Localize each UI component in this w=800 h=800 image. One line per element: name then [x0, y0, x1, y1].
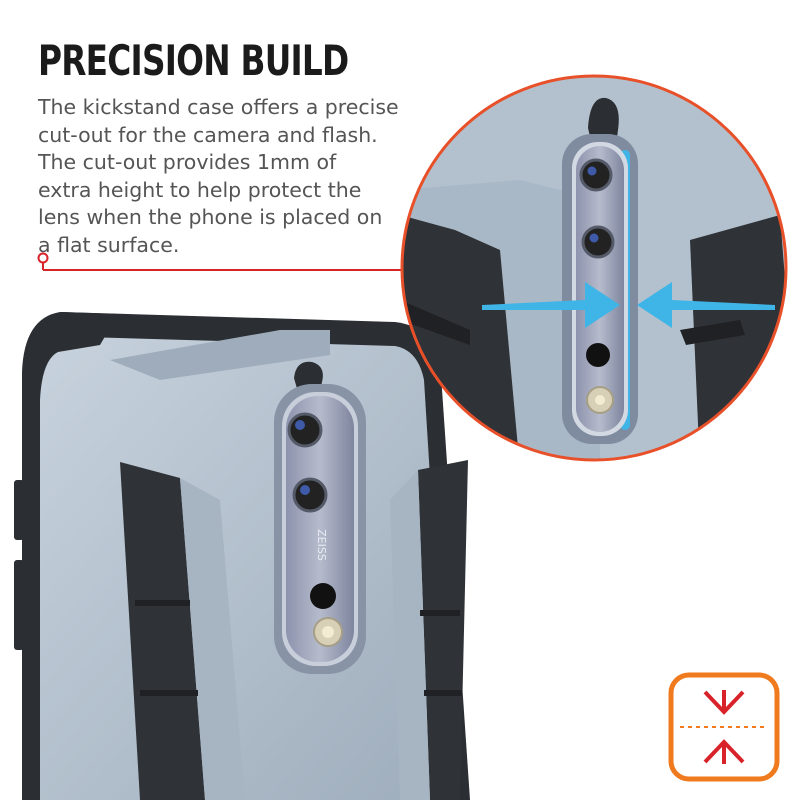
arrow-right-icon [482, 282, 620, 328]
page-title: PRECISION BUILD [38, 36, 349, 85]
description-line: lens when the phone is placed on [38, 205, 383, 229]
description-line: cut-out for the camera and flash. [38, 122, 378, 147]
height-compress-icon [668, 672, 780, 782]
description-line: extra height to help protect the [38, 177, 362, 202]
description: The kickstand case offers a precise cut-… [38, 94, 408, 259]
callout-dot-icon [37, 252, 49, 264]
phone-case [14, 312, 470, 800]
arrow-left-icon [637, 282, 775, 328]
description-line: The cut-out provides 1mm of [38, 150, 337, 174]
lens-brand-label: ZEISS [315, 529, 328, 561]
callout-line [37, 252, 412, 271]
camera-module: ZEISS [286, 396, 354, 662]
description-line: a flat surface. [38, 232, 180, 257]
description-line: The kickstand case offers a precise [38, 95, 399, 119]
zoom-detail [400, 74, 788, 462]
